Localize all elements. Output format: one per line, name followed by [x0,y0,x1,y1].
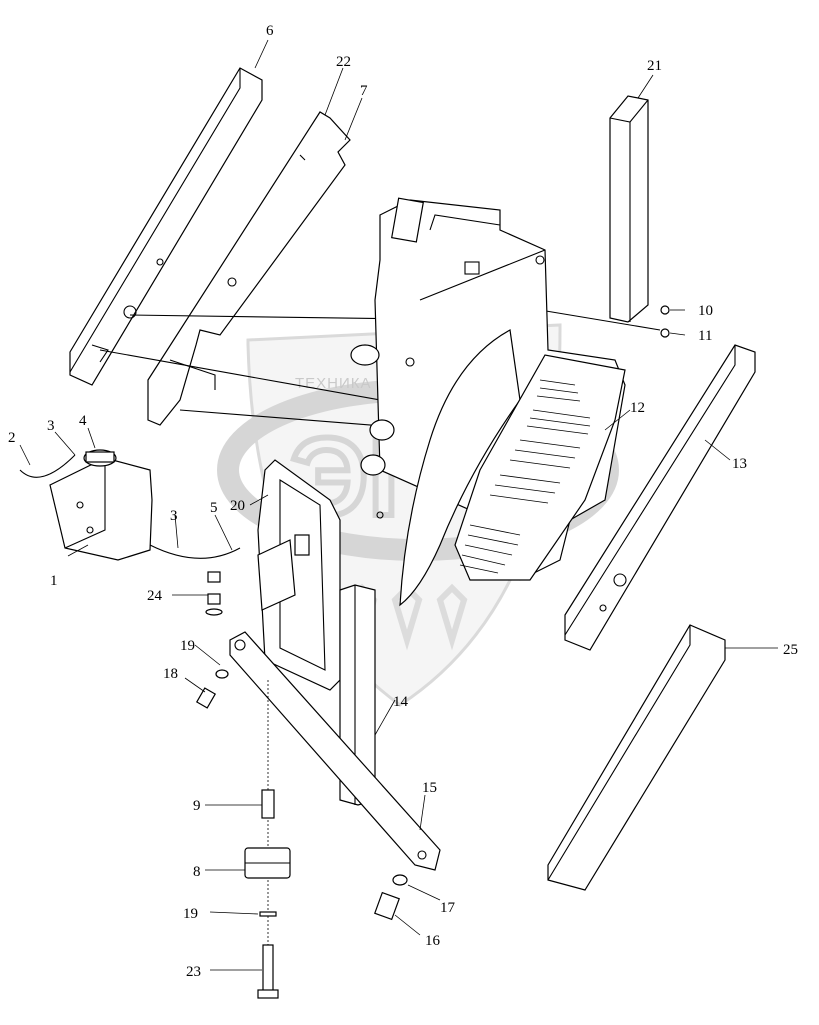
callout-11: 11 [698,328,712,344]
callout-21: 21 [647,58,662,74]
callout-2: 2 [8,430,16,446]
part-6-bar [69,67,263,386]
part-7-plate [147,111,351,426]
callout-8: 8 [193,864,201,880]
callout-24: 24 [147,588,163,604]
part-25-block [547,624,726,891]
callout-3-bottom: 3 [170,508,178,524]
callout-6: 6 [266,23,274,39]
fittings [350,197,424,476]
callout-20: 20 [230,498,245,514]
callout-23: 23 [186,964,201,980]
part-13-bar [564,344,756,651]
callout-leaders [19,39,778,971]
part-15-strut [229,631,441,871]
callout-7: 7 [360,83,368,99]
hardware-stack [195,305,670,999]
callout-10: 10 [698,303,713,319]
callout-4: 4 [79,413,87,429]
callout-13: 13 [732,456,747,472]
callout-19-bottom: 19 [183,906,198,922]
callout-12: 12 [630,400,645,416]
callout-1: 1 [50,573,58,589]
callout-5: 5 [210,500,218,516]
part-12-grille [454,354,626,581]
part-1-tank [19,449,241,561]
callout-16: 16 [425,933,441,949]
callout-15: 15 [422,780,437,796]
callout-22: 22 [336,54,351,70]
callout-3-top: 3 [47,418,55,434]
callout-18: 18 [163,666,178,682]
callout-labels: 1 2 3 3 4 5 6 7 8 9 10 11 12 13 14 15 16… [8,23,798,980]
callout-17: 17 [440,900,456,916]
callout-14: 14 [393,694,409,710]
callout-25: 25 [783,642,798,658]
callout-9: 9 [193,798,201,814]
part-21-block [609,95,649,323]
callout-19-top: 19 [180,638,195,654]
